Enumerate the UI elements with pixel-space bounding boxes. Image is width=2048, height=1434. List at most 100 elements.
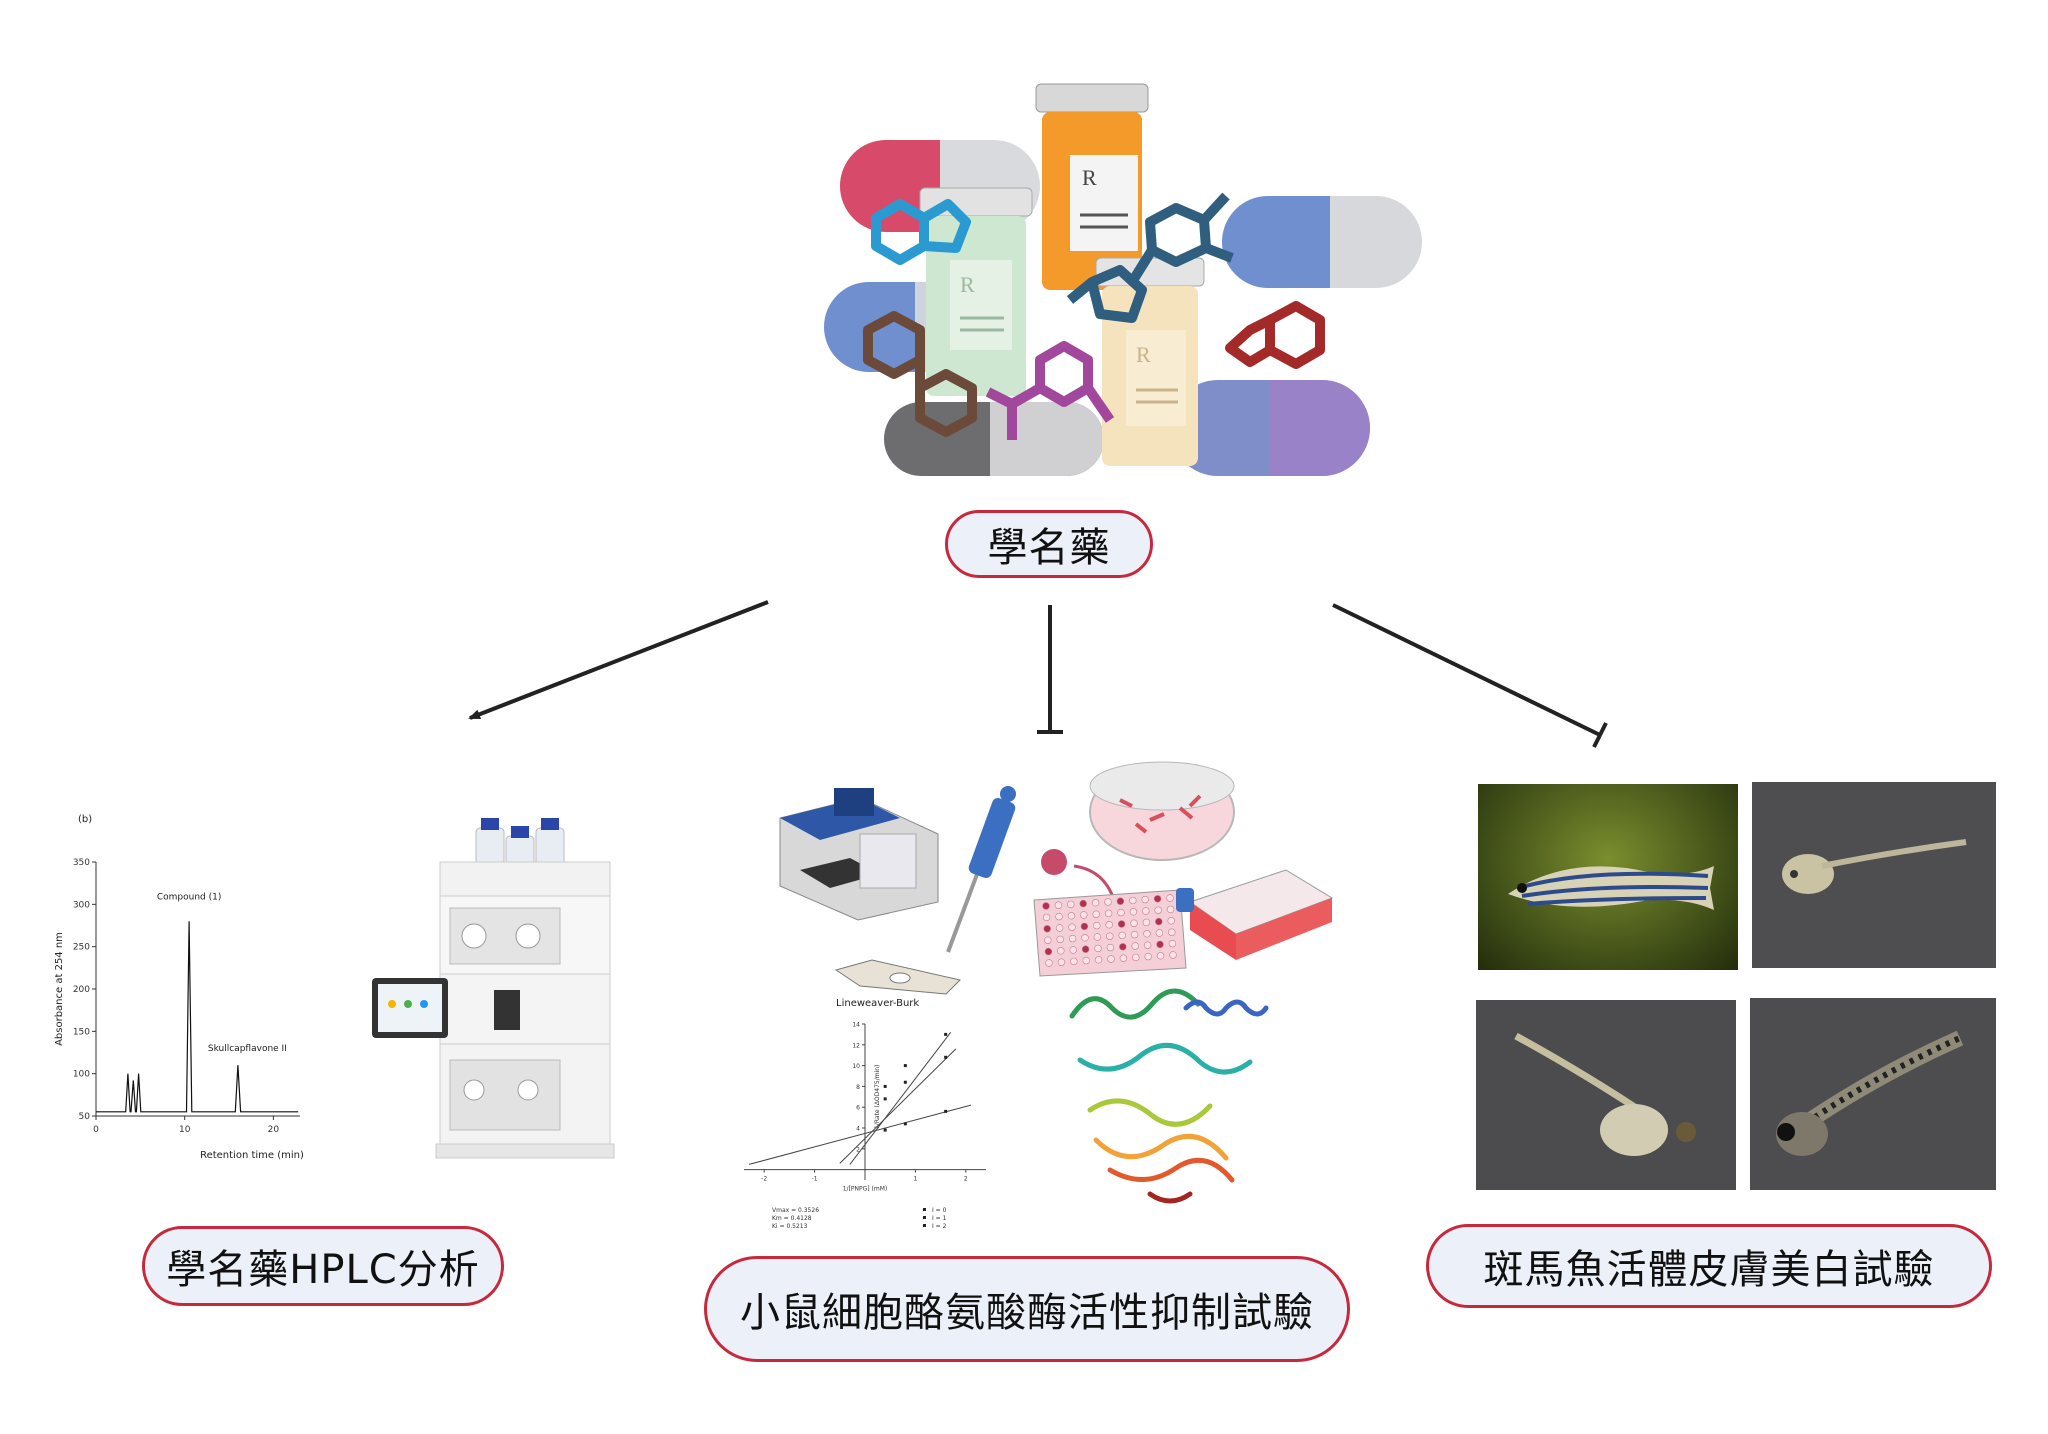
well — [1104, 898, 1112, 906]
well — [1080, 922, 1089, 931]
well — [1143, 941, 1152, 949]
well — [1068, 934, 1077, 943]
photo-larva-treated-1 — [1476, 1000, 1736, 1190]
legend-entry: I = 1 — [932, 1215, 947, 1222]
inhibit-to-tyrosinase — [1037, 605, 1063, 734]
well — [1069, 946, 1077, 954]
well — [1092, 910, 1100, 918]
data-point — [903, 1080, 907, 1084]
molecule-icon — [871, 199, 971, 265]
well-plate-icon — [1033, 889, 1187, 977]
well — [1055, 912, 1063, 921]
protein-structure-icon — [1069, 988, 1269, 1204]
data-point — [944, 1109, 948, 1113]
legend-entry: I = 0 — [932, 1207, 947, 1214]
well — [1168, 928, 1176, 936]
well — [1153, 895, 1162, 903]
well — [1093, 921, 1101, 930]
svg-text:R: R — [1082, 165, 1097, 190]
center-label: 學名藥 — [945, 510, 1153, 578]
well — [1117, 920, 1126, 928]
inhibit-to-zebrafish — [1332, 603, 1608, 748]
x-tick-label: 10 — [179, 1125, 191, 1135]
fit-line — [849, 1032, 952, 1165]
well — [1079, 899, 1087, 908]
fit-parameter: Ki = 0.5213 — [772, 1223, 808, 1230]
culture-flask-icon — [1176, 869, 1334, 960]
well — [1116, 897, 1125, 905]
branch-label-tyrosinase-text: 小鼠細胞酪氨酸酶活性抑制試驗 — [740, 1290, 1314, 1336]
larva-icon — [1782, 839, 1967, 894]
well — [1144, 952, 1152, 961]
solvent-bottle-icon — [475, 818, 565, 867]
molecule-icon — [985, 341, 1115, 440]
well — [1068, 923, 1076, 931]
panel-label: (b) — [78, 814, 92, 825]
x-axis-label: 1/[PNPG] (mM) — [843, 1186, 888, 1193]
y-axis-label: 1/Rate (ΔOD475/min) — [874, 1065, 881, 1129]
branch-label-zebrafish: 斑馬魚活體皮膚美白試驗 — [1426, 1224, 1992, 1308]
y-tick-label: 100 — [73, 1070, 90, 1080]
x-tick-label: 1 — [914, 1176, 918, 1183]
well — [1105, 921, 1113, 929]
fit-parameter: Km = 0.4128 — [772, 1215, 812, 1222]
y-tick-label: 50 — [79, 1112, 91, 1122]
molecule-icon — [863, 311, 977, 437]
well — [1057, 958, 1066, 966]
photo-larva-treated-2 — [1750, 998, 1996, 1190]
branch-label-tyrosinase: 小鼠細胞酪氨酸酶活性抑制試驗 — [704, 1256, 1350, 1362]
data-point — [944, 1055, 948, 1059]
peak-label: Skullcapflavone II — [208, 1044, 287, 1054]
x-tick-label: -2 — [761, 1176, 767, 1183]
well — [1117, 908, 1125, 917]
well — [1155, 929, 1164, 937]
y-tick-label: 12 — [852, 1042, 860, 1049]
rx-bottle-icon: R — [919, 187, 1033, 396]
well — [1154, 906, 1162, 914]
well — [1166, 894, 1174, 902]
well — [1131, 942, 1139, 950]
legend-marker — [923, 1216, 926, 1219]
well — [1156, 952, 1165, 960]
y-tick-label: 6 — [856, 1105, 860, 1112]
well — [1129, 896, 1137, 905]
capsule-icon — [1222, 196, 1422, 288]
fit-line — [839, 1048, 957, 1164]
svg-text:R: R — [960, 272, 975, 297]
well — [1106, 932, 1114, 940]
y-tick-label: 4 — [856, 1126, 860, 1133]
data-point — [883, 1128, 887, 1132]
well — [1070, 957, 1078, 966]
lineweaver-title: Lineweaver-Burk — [836, 998, 919, 1009]
well — [1141, 895, 1149, 904]
branch-label-hplc-text: 學名藥HPLC分析 — [166, 1247, 480, 1293]
peak-label: Compound (1) — [157, 892, 222, 902]
svg-text:R: R — [1136, 342, 1151, 367]
x-tick-label: 20 — [268, 1125, 280, 1135]
well — [1167, 917, 1175, 925]
well — [1132, 953, 1140, 962]
well — [1056, 935, 1064, 944]
well — [1130, 919, 1138, 927]
center-label-text: 學名藥 — [987, 525, 1111, 571]
well — [1130, 930, 1139, 939]
molecule-icon — [1225, 301, 1325, 369]
pipette-icon — [946, 786, 1016, 953]
x-tick-label: 2 — [964, 1176, 968, 1183]
capsule-icon — [1170, 380, 1370, 476]
well — [1106, 943, 1115, 952]
legend-entry: I = 2 — [932, 1223, 947, 1230]
fit-line — [748, 1104, 972, 1165]
branch-label-hplc: 學名藥HPLC分析 — [142, 1226, 504, 1306]
y-tick-label: 200 — [73, 985, 90, 995]
branch-label-zebrafish-text: 斑馬魚活體皮膚美白試驗 — [1483, 1247, 1935, 1293]
well — [1044, 947, 1053, 956]
arrow-to-hplc — [468, 600, 769, 720]
well — [1118, 931, 1126, 940]
fit-parameter: Vmax = 0.3526 — [772, 1207, 819, 1214]
data-point — [903, 1122, 907, 1126]
well — [1169, 951, 1177, 959]
